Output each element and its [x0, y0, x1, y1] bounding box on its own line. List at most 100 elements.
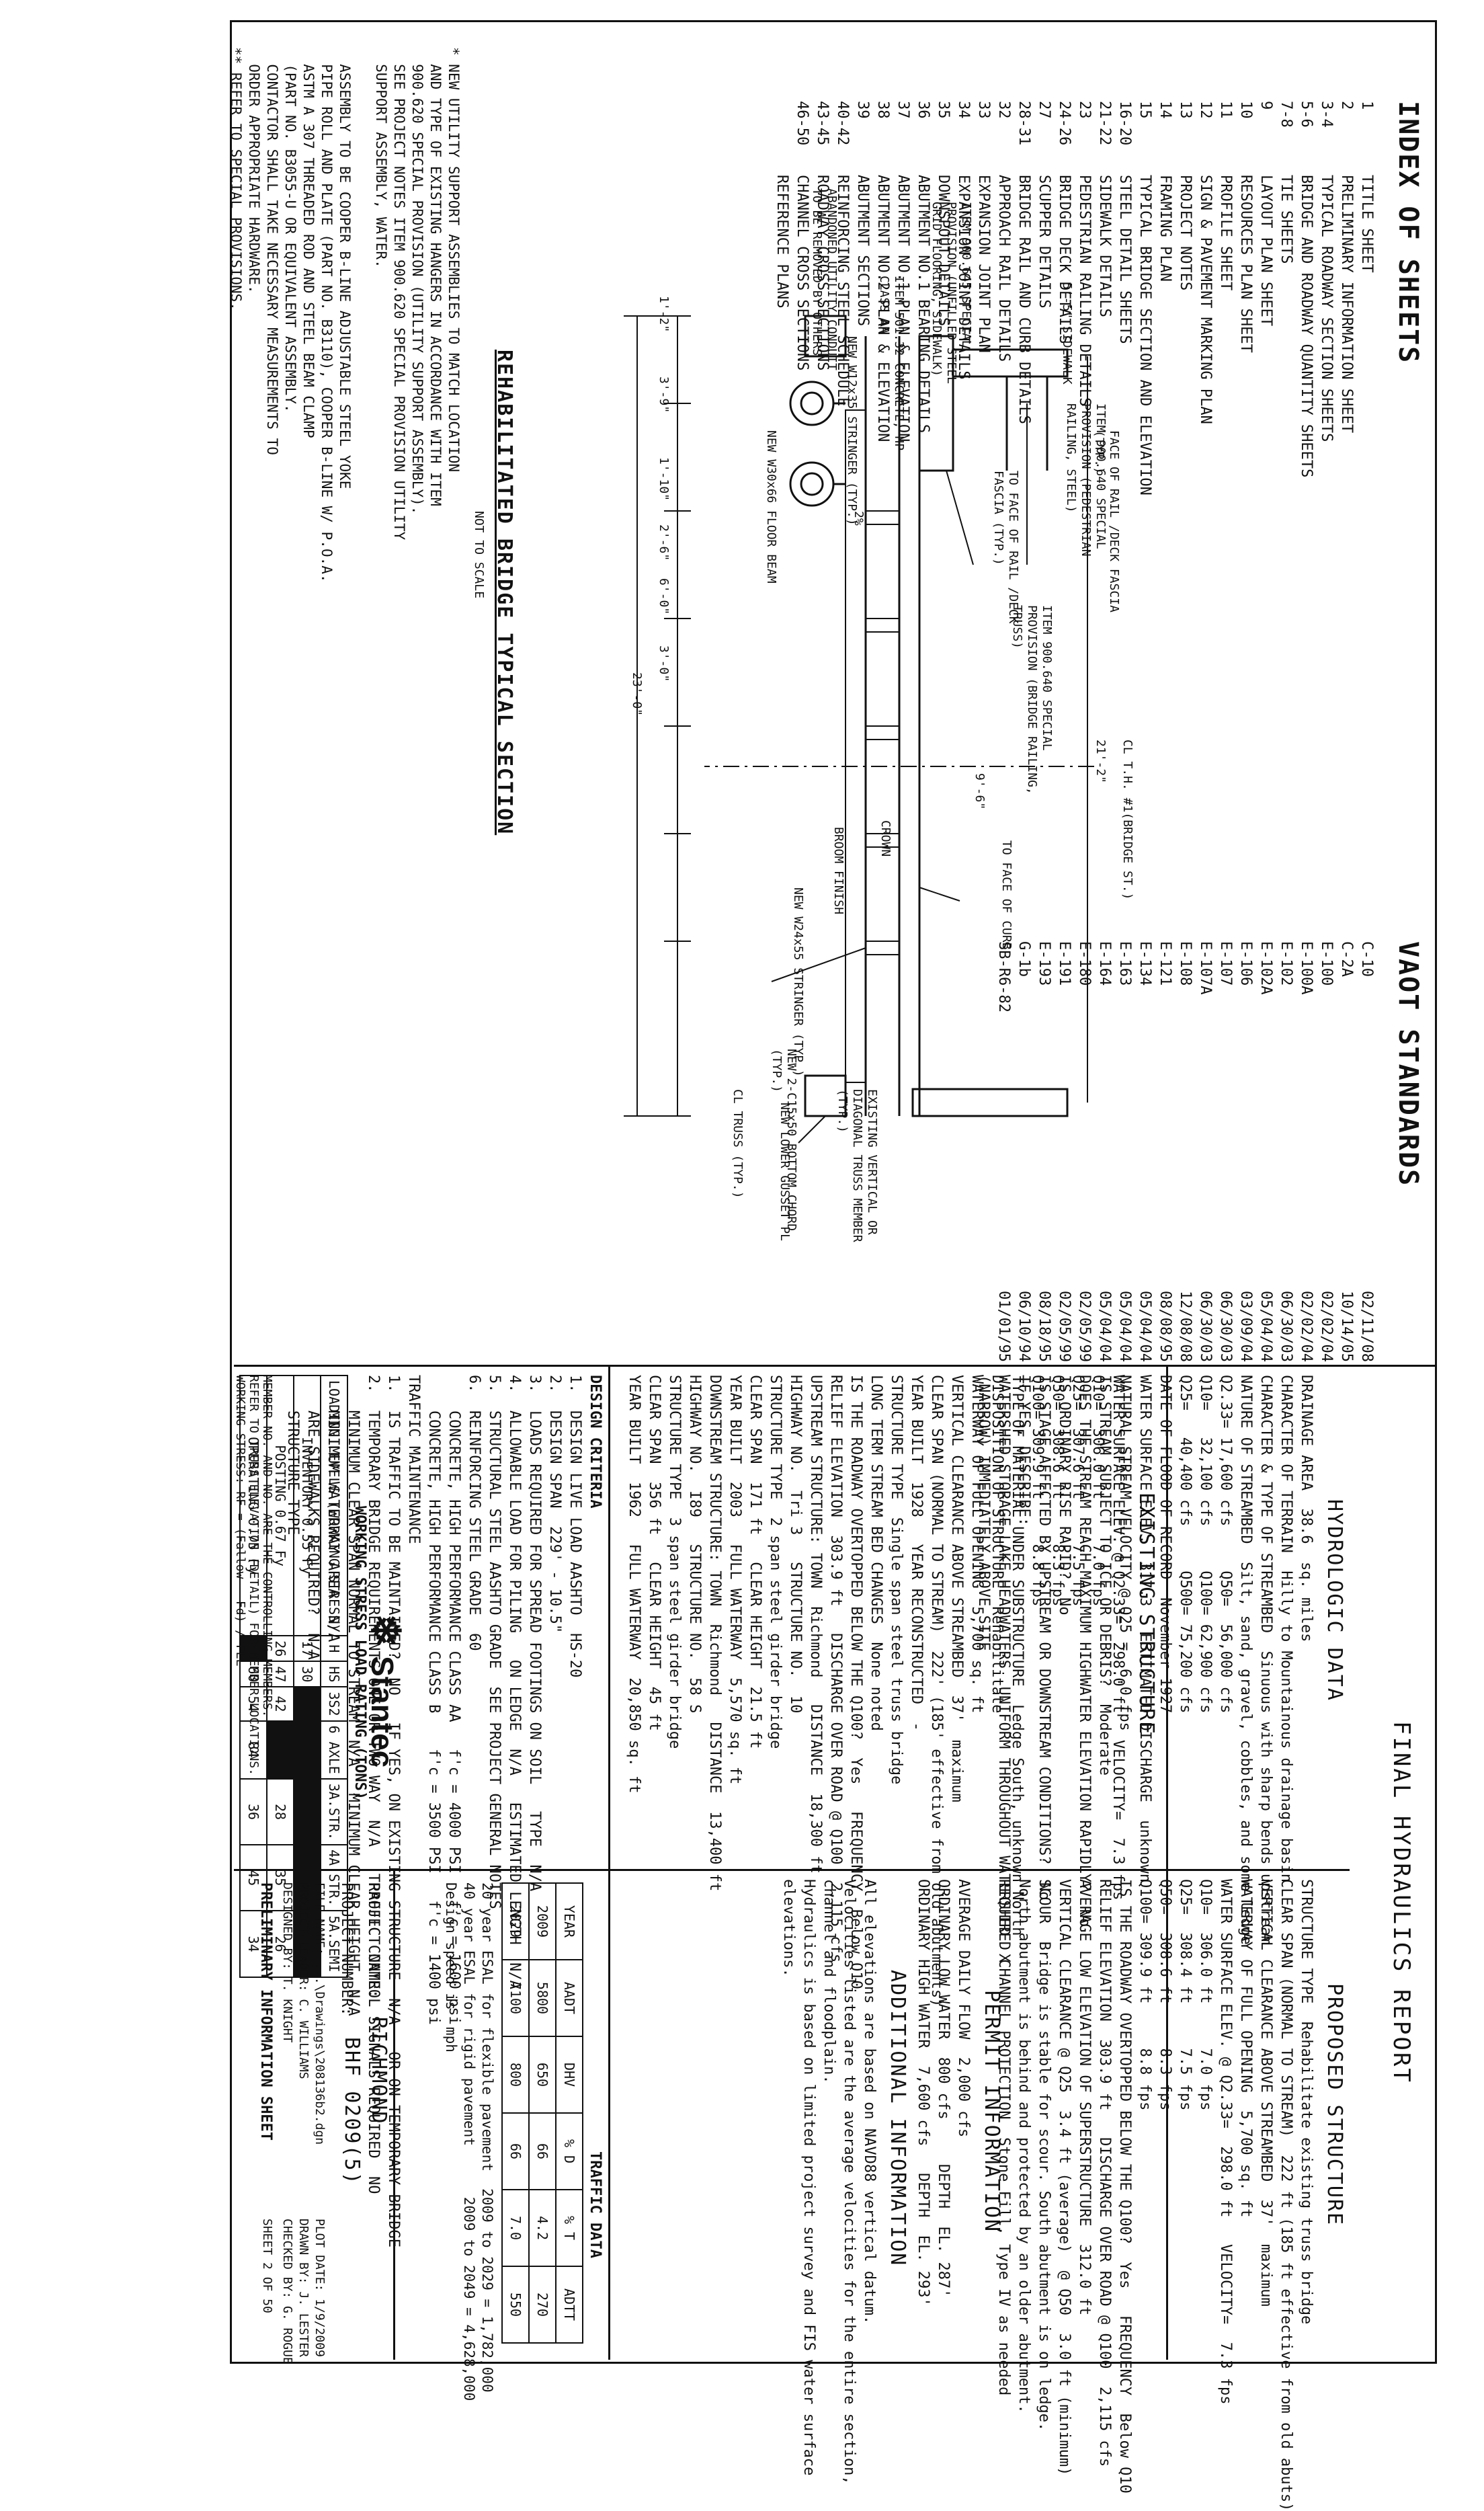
section-label: 2'-6" — [657, 524, 671, 561]
sheet-title: PRELIMINARY INFORMATION SHEET — [257, 1882, 274, 2141]
traffic-cell: 7100 — [502, 1960, 529, 2036]
traffic-note: 20 year ESAL for flexible pavement 2009 … — [443, 1882, 495, 2401]
section-label: CROWN — [878, 820, 893, 857]
checked-by: CHECKED BY: G. ROGUE — [280, 2219, 294, 2364]
hydro-proposed_lines-line: Q50= 308.6 ft 8.3 fps — [1157, 1879, 1173, 2111]
hydro-permit_lines-line: ORDINARY HIGH WATER 7,600 cfs DEPTH EL. … — [915, 1879, 932, 2307]
standard-date: 06/30/03 — [1278, 1291, 1294, 1362]
traffic-cell: 270 — [529, 2266, 556, 2343]
project-number-label: PROJECT NUMBER: — [338, 1882, 355, 2016]
index-sheet-name: PRELIMINARY INFORMATION SHEET — [1338, 175, 1355, 434]
proposed-lines: STRUCTURE TYPE Rehabilitate existing tru… — [993, 1879, 1316, 2511]
index-sheet-name: TIE SHEETS — [1278, 175, 1294, 264]
hydro-permit_lines-line: ORDINARY LOW WATER 800 cfs DEPTH EL. 287… — [935, 1879, 952, 2298]
index-sheet-no: 10 — [1237, 101, 1254, 119]
hydro-hydrologic_lines-line: CHARACTER OF TERRAIN Hilly to Mountainou… — [1278, 1375, 1294, 1882]
traffic-header-cell: ADTT — [556, 2266, 583, 2343]
standard-code: E-107A — [1197, 941, 1214, 995]
standard-date: 02/05/99 — [1056, 1291, 1073, 1362]
rating-note: WORKING STRESS: RF = (Fallow - Fd) / FLL — [233, 1375, 247, 1667]
permit-title: PERMIT INFORMATION — [980, 1990, 1003, 2233]
hydro-proposed_lines-line: CLEAR SPAN (NORMAL TO STREAM) 222 ft (18… — [1278, 1879, 1294, 2511]
hydro-existing_lines-line: YEAR BUILT 2003 FULL WATERWAY 5,570 sq. … — [727, 1375, 743, 1785]
index-sheet-no: 14 — [1157, 101, 1173, 119]
section-label: 5'-5" SIDEWALK — [1060, 282, 1074, 385]
standard-code: E-163 — [1116, 941, 1133, 986]
index-sheet-no: 3-4 — [1318, 101, 1335, 128]
project-name: RICHMOND — [367, 2017, 390, 2125]
traffic-cell: 5800 — [529, 1960, 556, 2036]
standard-date: 03/09/04 — [1237, 1291, 1254, 1362]
section-label: CL TRUSS (TYP.) — [731, 1089, 745, 1199]
section-label: TO FACE OF CURB — [999, 840, 1014, 950]
index-sheet-no: 11 — [1217, 101, 1234, 119]
traffic-cell: 66 — [502, 2113, 529, 2190]
traffic-title: TRAFFIC DATA — [587, 2151, 604, 2258]
index-sheet-no: 15 — [1137, 101, 1153, 119]
typical-section-drawing — [624, 315, 1094, 1144]
standard-date: 02/11/08 — [1358, 1291, 1375, 1362]
hydro-proposed_lines-line: STRUCTURE TYPE Rehabilitate existing tru… — [1298, 1879, 1315, 2325]
index-sheet-no: 13 — [1177, 101, 1194, 119]
section-label: 3'-0" — [657, 645, 671, 682]
section-label: ABANDONED UTILITY CONDUIT TO BE REMOVED … — [810, 188, 839, 370]
standard-code: E-107 — [1217, 941, 1234, 986]
index-sheet-no: 37 — [895, 101, 911, 119]
standard-code: E-100A — [1298, 941, 1315, 995]
index-sheet-no: 43-45 — [814, 101, 831, 146]
standard-row: E-100A 02/02/04 — [1296, 941, 1316, 1385]
hydro-proposed_lines-line: North abutment is behind and protected b… — [1016, 1879, 1032, 2414]
project-leader: PROJECT LEADER: C. WILLIAMS — [296, 1882, 311, 2079]
section-subtitle: NOT TO SCALE — [472, 511, 486, 599]
index-sheet-no: 32 — [995, 101, 1012, 119]
project-number: BHF 0209(5) — [340, 2037, 364, 2186]
index-sheet-name: TYPICAL BRIDGE SECTION AND ELEVATION — [1137, 175, 1153, 495]
index-sheet-no: 23 — [1076, 101, 1093, 119]
proposed-title: PROPOSED STRUCTURE — [1323, 1983, 1346, 2227]
rating-cell — [294, 1778, 321, 1845]
standard-date: 05/04/04 — [1116, 1291, 1133, 1362]
hydro-hydrologic_lines-line: Q25= 40,400 cfs Q500= 75,200 cfs — [1177, 1375, 1194, 1714]
hydro-existing_lines-line: HIGHWAY NO. I89 STRUCTURE NO. 58 S — [686, 1375, 703, 1714]
section-label: NEW W12x35 STRINGER (TYP.) — [845, 336, 859, 526]
section-label: EXISTING VERTICAL OR DIAGONAL TRUSS MEMB… — [835, 1089, 879, 1242]
standard-date: 06/30/03 — [1197, 1291, 1214, 1362]
hydro-hydrologic_lines-line: CHARACTER & TYPE OF STREAMBED Sinuous wi… — [1258, 1375, 1274, 1945]
index-sheet-no: 46-50 — [794, 101, 811, 146]
index-sheet-name: BRIDGE AND ROADWAY QUANTITY SHEETS — [1298, 175, 1315, 478]
hydro-proposed_lines-line: VERTICAL CLEARANCE @ Q25 3.4 ft (average… — [1056, 1879, 1073, 2476]
hydro-proposed_lines-line: VERTICAL CLEARANCE ABOVE STREAMBED 37' m… — [1258, 1879, 1274, 2307]
hydro-existing_lines-line: STRUCTURE TYPE Single span steel truss b… — [888, 1375, 905, 1785]
hydro-proposed_lines-line: RELIEF ELEVATION 303.9 ft DISCHARGE OVER… — [1096, 1879, 1113, 2467]
rating-cell — [267, 1720, 294, 1779]
standard-date: 05/04/04 — [1137, 1291, 1153, 1362]
standard-date: 02/02/04 — [1298, 1291, 1315, 1362]
index-sheet-no: 21-22 — [1096, 101, 1113, 146]
standard-date: 02/05/99 — [1076, 1291, 1093, 1362]
index-sheet-name: PROJECT NOTES — [1177, 175, 1194, 291]
index-sheet-no: 7-8 — [1278, 101, 1294, 128]
standard-code: E-108 — [1177, 941, 1194, 986]
section-label: ITEM 900.640 SPECIAL PROVISION (BRIDGE R… — [1010, 605, 1054, 795]
section-label: 21'-2" — [1094, 740, 1108, 784]
hydrologic-title: HYDROLOGIC DATA — [1323, 1499, 1346, 1702]
index-sheet-no: 12 — [1197, 101, 1214, 119]
index-sheet-no: 27 — [1036, 101, 1053, 119]
traffic-header-cell: % T — [556, 2190, 583, 2266]
index-sheet-no: 38 — [874, 101, 891, 119]
standard-code: C-2A — [1338, 941, 1355, 977]
section-label: CL T.H. #1(BRIDGE ST.) — [1120, 740, 1135, 900]
criteria-title: DESIGN CRITERIA — [587, 1375, 604, 1509]
section-label: ITEM 501.32 CONCRETE, HP CLASS AA — [877, 276, 906, 451]
traffic-header-cell: AADT — [556, 1960, 583, 2036]
